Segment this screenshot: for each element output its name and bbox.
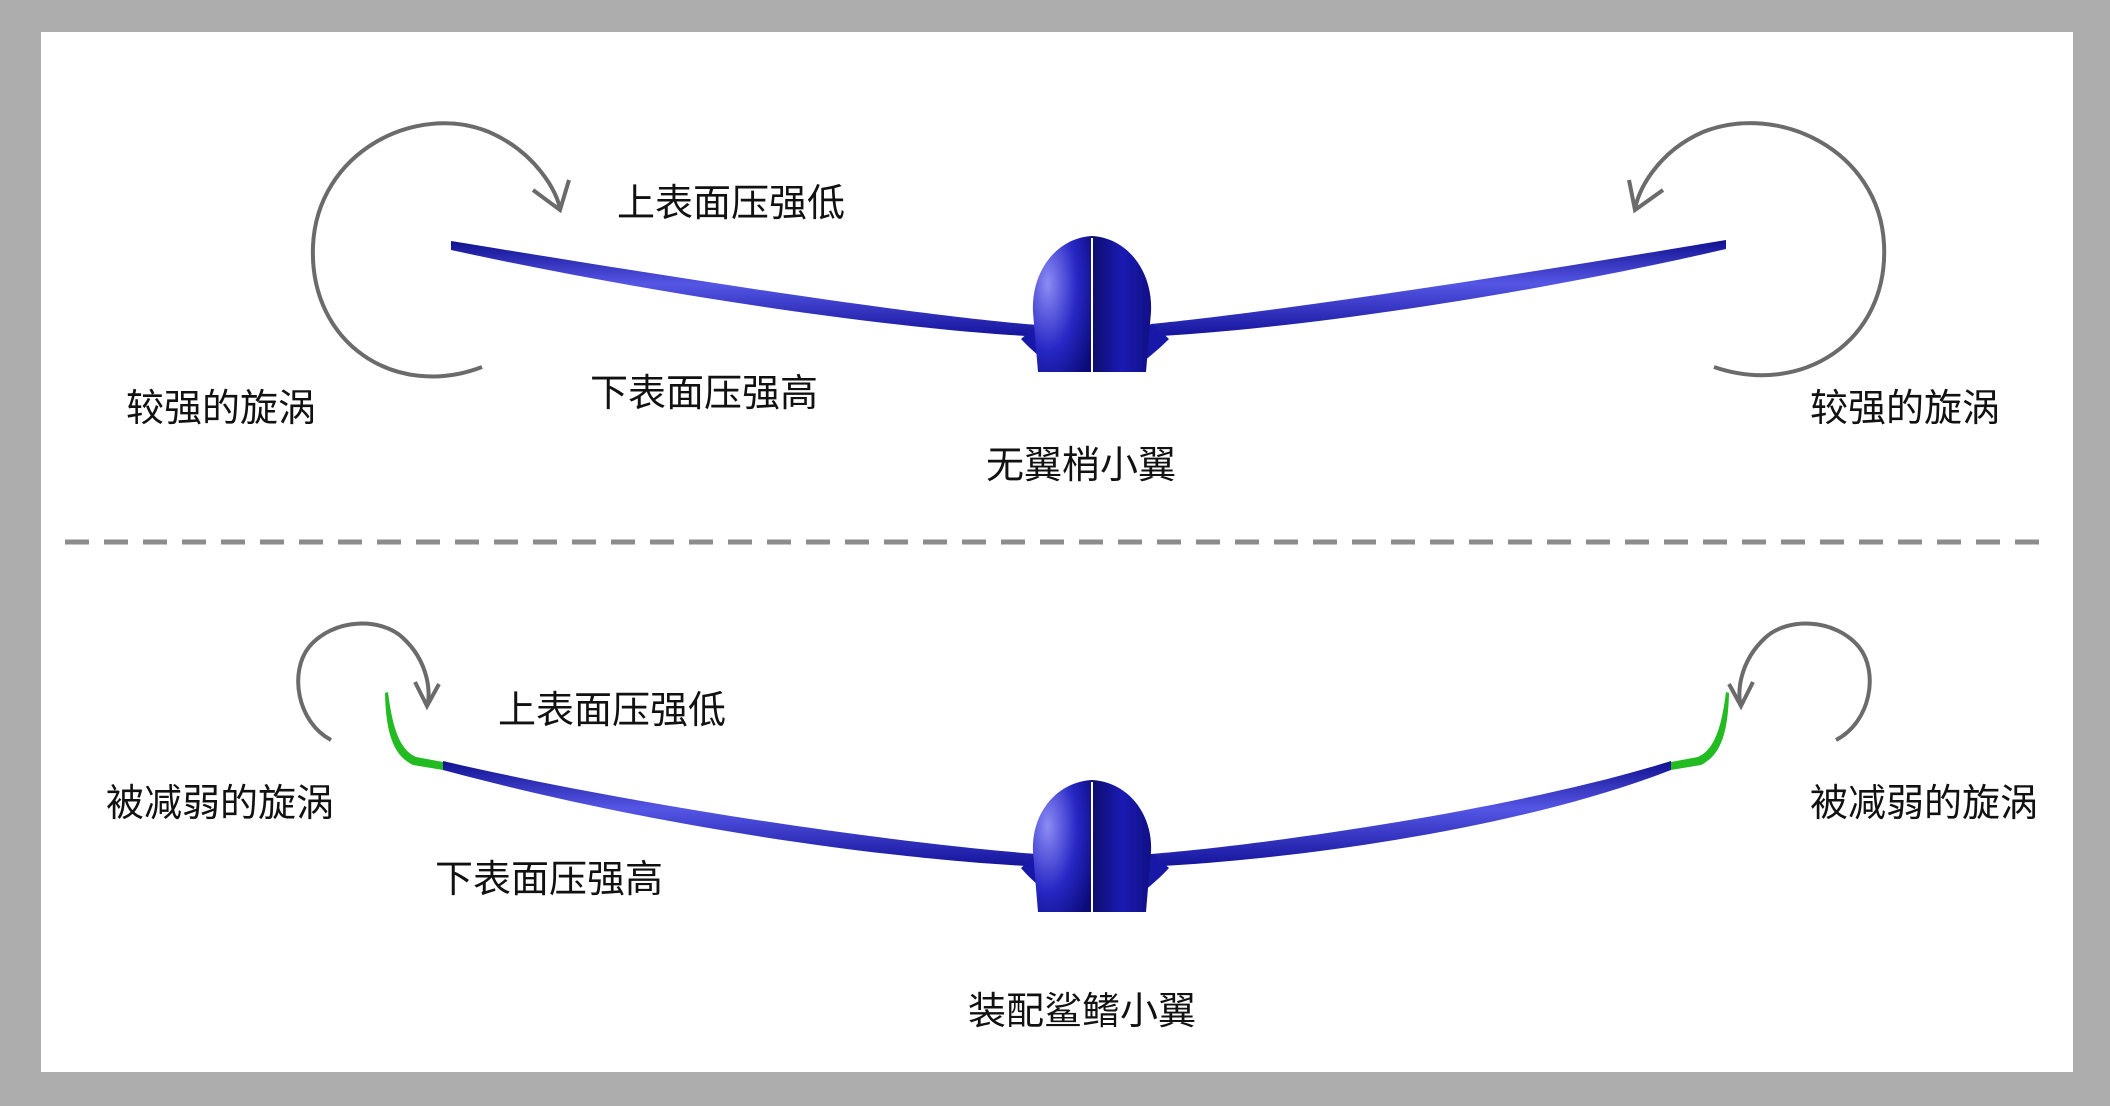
bottom-lower-surface-label: 下表面压强高 [435, 857, 664, 901]
top-right-wing [1141, 240, 1726, 337]
top-left-vortex-label: 较强的旋涡 [126, 386, 317, 430]
diagram-frame: 上表面压强低 下表面压强高 较强的旋涡 较强的旋涡 无翼梢小翼 上表面压强低 下… [41, 32, 2073, 1072]
bottom-fuselage-left-half [1032, 780, 1092, 912]
top-left-vortex-arrowhead [531, 179, 571, 214]
bottom-upper-surface-label: 上表面压强低 [498, 688, 727, 732]
top-lower-surface-label: 下表面压强高 [590, 371, 819, 415]
top-fuselage-right-half [1092, 236, 1152, 372]
top-right-vortex-arrow [1633, 121, 1887, 378]
bottom-right-vortex-arrow [1737, 621, 1872, 742]
bottom-panel [296, 621, 1872, 912]
top-caption: 无翼梢小翼 [986, 443, 1177, 487]
bottom-left-wing [443, 761, 1047, 867]
bottom-left-vortex-arrowhead [413, 681, 441, 711]
top-fuselage-left-half [1032, 236, 1092, 372]
top-left-vortex-arrow [310, 121, 562, 379]
bottom-right-vortex-label: 被减弱的旋涡 [1810, 781, 2039, 825]
bottom-fuselage-right-half [1092, 780, 1152, 912]
bottom-right-wing [1141, 761, 1671, 867]
bottom-left-winglet [385, 692, 443, 770]
bottom-right-winglet [1671, 692, 1729, 770]
bottom-left-vortex-label: 被减弱的旋涡 [106, 781, 335, 825]
bottom-right-vortex-arrowhead [1727, 681, 1755, 711]
top-upper-surface-label: 上表面压强低 [617, 181, 846, 225]
top-panel [310, 121, 1887, 379]
wing-diagram [65, 121, 2051, 912]
bottom-caption: 装配鲨鳍小翼 [968, 989, 1197, 1033]
bottom-left-vortex-arrow [296, 621, 431, 742]
top-right-vortex-label: 较强的旋涡 [1810, 386, 2001, 430]
top-left-wing [451, 241, 1047, 337]
top-right-vortex-arrowhead [1627, 179, 1665, 214]
